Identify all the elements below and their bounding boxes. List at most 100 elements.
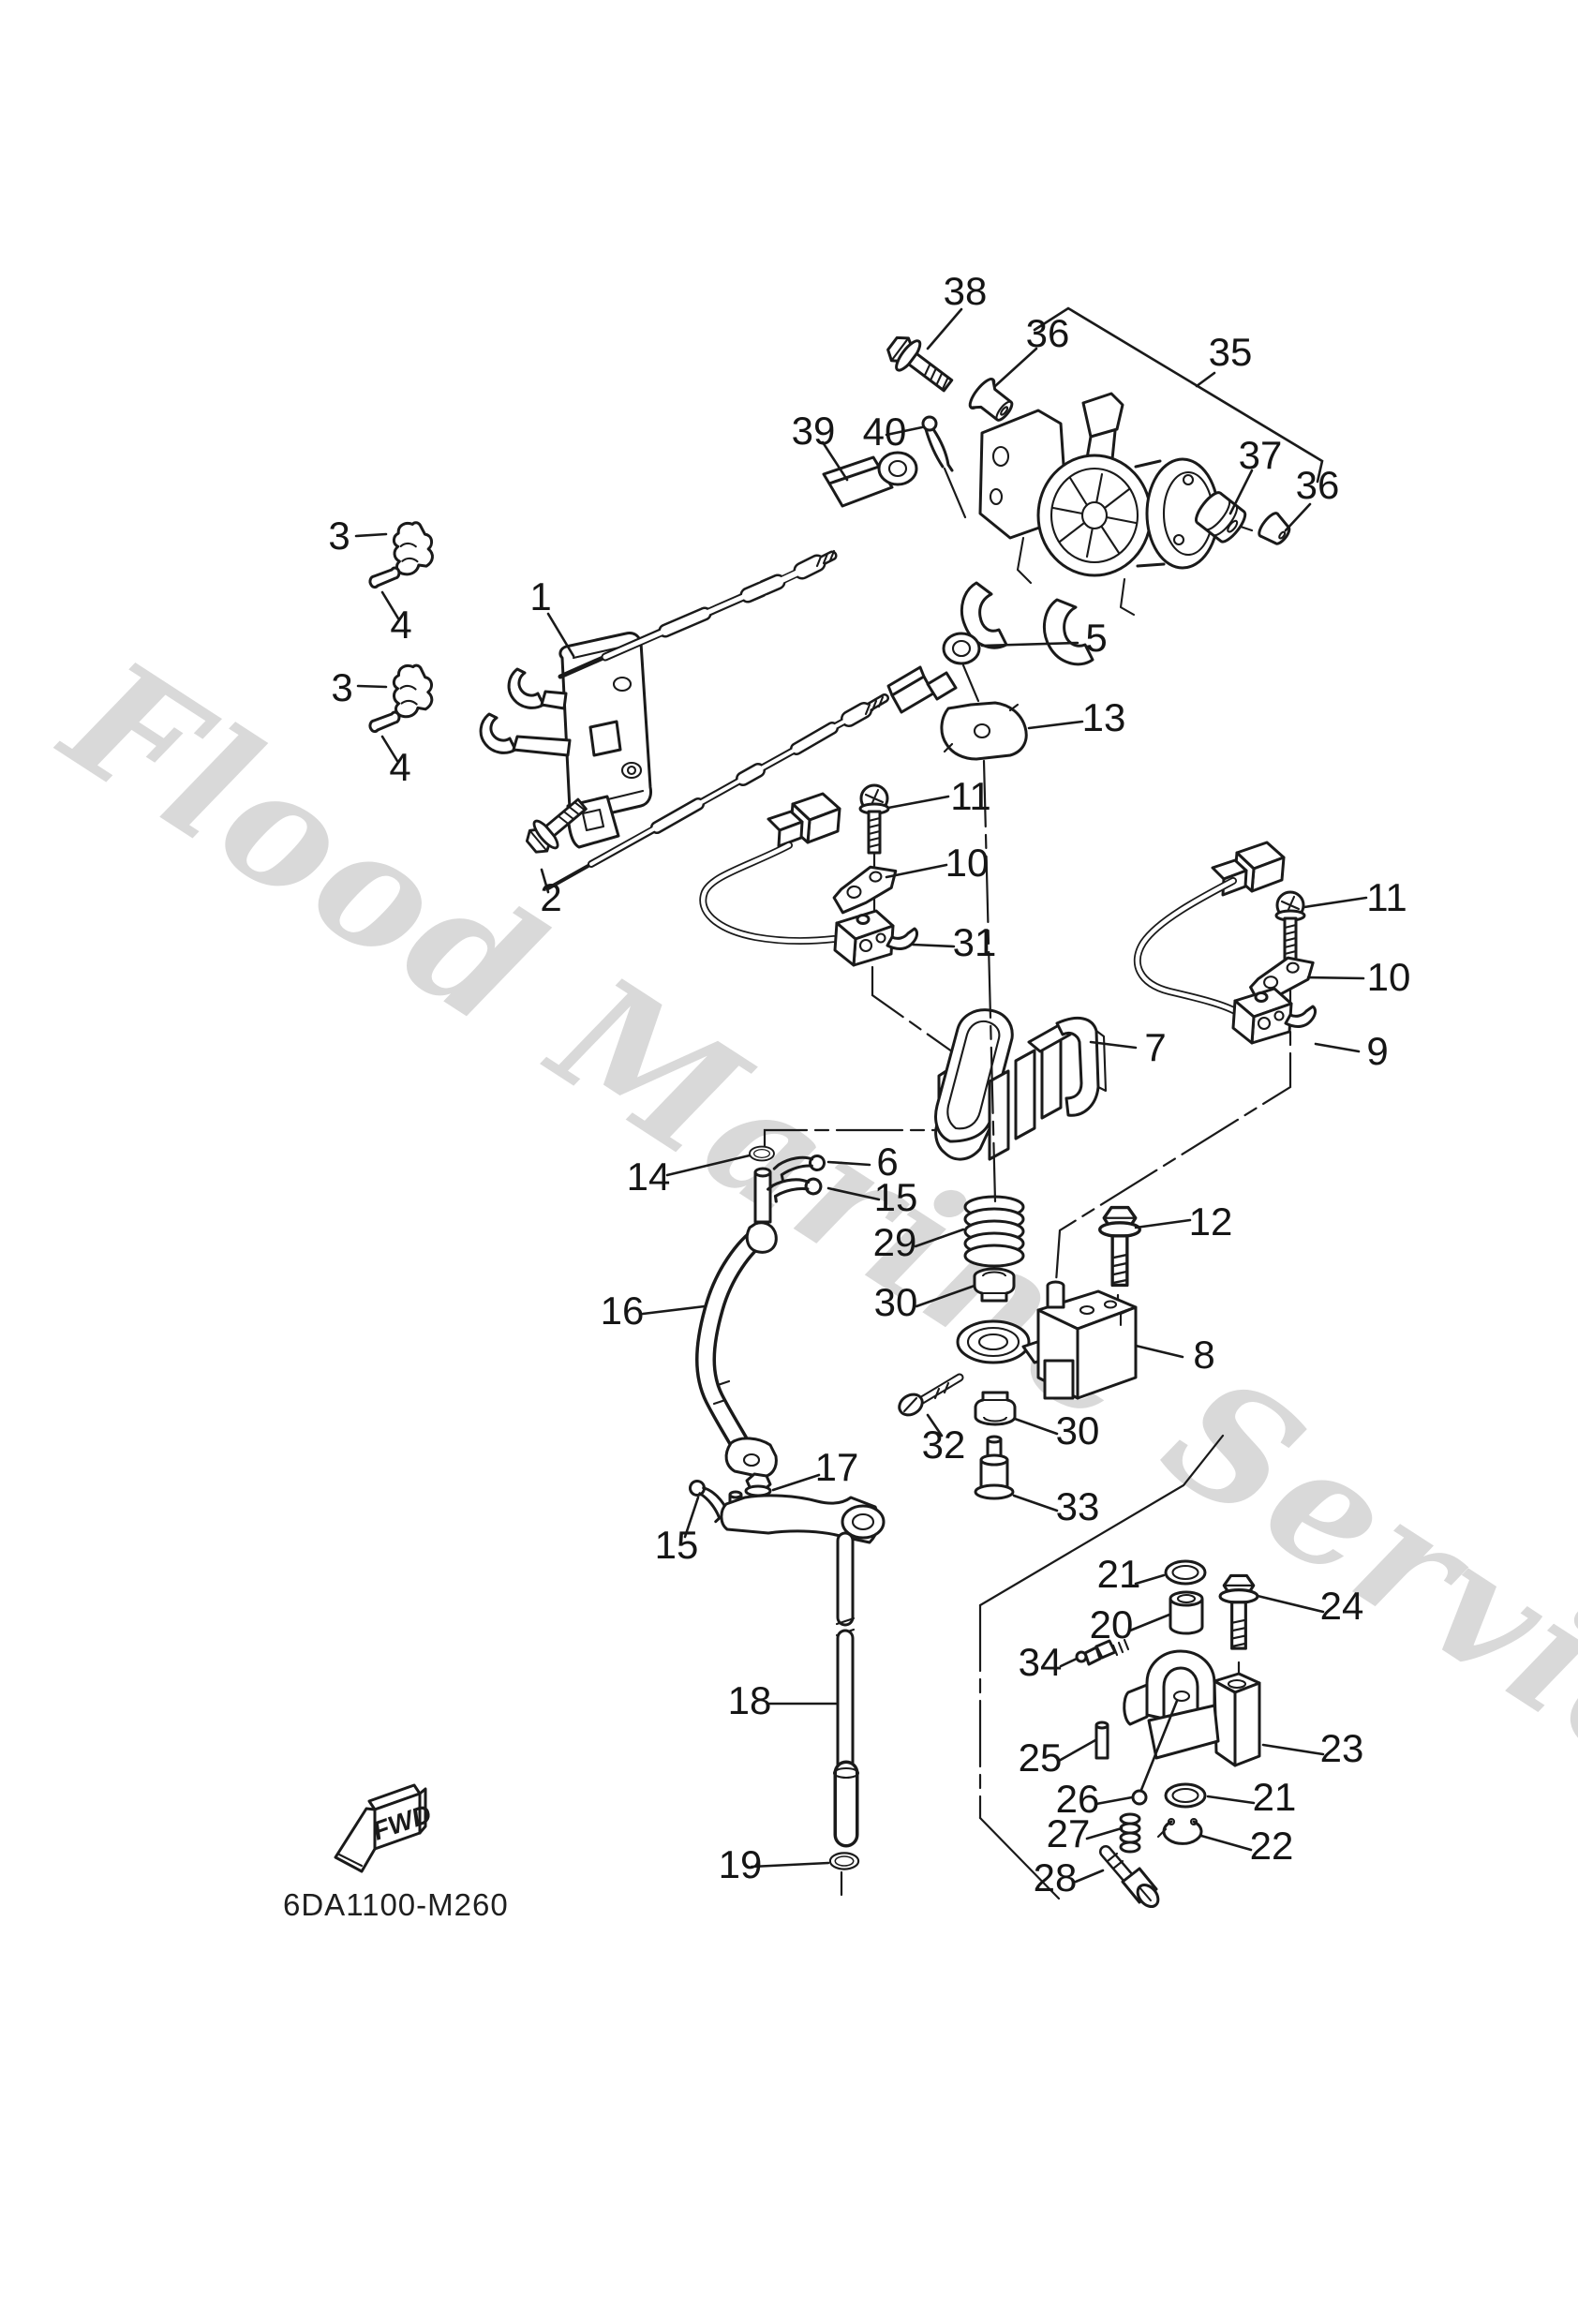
- part-37-grommet: [1195, 491, 1247, 544]
- callout-20: 20: [1090, 1602, 1134, 1646]
- callout-7: 7: [1144, 1025, 1166, 1069]
- pivot-pin: [753, 1167, 772, 1224]
- part-27-spring: [1119, 1812, 1141, 1854]
- callout-29: 29: [873, 1220, 917, 1264]
- wire-harness-a-core: [701, 842, 837, 944]
- group-35-bracket-line: [1033, 306, 1324, 484]
- wire-harness-b: [1133, 877, 1241, 1016]
- part-11-screw: [1274, 890, 1306, 961]
- part-40-cotter-pin: [921, 415, 954, 472]
- callout-9: 9: [1366, 1029, 1388, 1073]
- subassembly-pointer: [978, 1434, 1225, 1607]
- callout-12: 12: [1189, 1199, 1233, 1244]
- part-36-bushing: [968, 378, 1014, 422]
- callout-26: 26: [1056, 1777, 1100, 1821]
- part-29-spring: [963, 1195, 1025, 1268]
- part-code: 6DA1100-M260: [283, 1887, 509, 1922]
- part-9-switch: [1231, 987, 1317, 1045]
- part-28-screw: [1099, 1845, 1160, 1909]
- callout-32: 32: [922, 1423, 966, 1467]
- callout-25: 25: [1019, 1736, 1063, 1780]
- callout-39: 39: [792, 409, 836, 453]
- part-11-screw: [858, 783, 890, 855]
- part-18-rod: [832, 1531, 860, 1848]
- part-23-clamp: [1123, 1649, 1261, 1767]
- part-5-cable-joint: [886, 632, 981, 714]
- callout-22: 22: [1250, 1824, 1294, 1868]
- callout-24: 24: [1320, 1584, 1364, 1628]
- wire-harness-b-core: [1135, 878, 1240, 1015]
- part-33-stud: [974, 1435, 1015, 1500]
- callout-15a: 15: [874, 1175, 918, 1219]
- part-14-washer: [749, 1145, 775, 1162]
- part-21-o-ring: [1164, 1782, 1207, 1809]
- callout-21b: 21: [1253, 1775, 1297, 1819]
- callout-28: 28: [1034, 1855, 1078, 1899]
- part-35-throttle-assembly: [960, 392, 1220, 666]
- callout-3a: 3: [328, 514, 350, 558]
- callout-23: 23: [1320, 1726, 1364, 1770]
- throttle-cable: [558, 549, 838, 679]
- callout-4b: 4: [389, 745, 410, 789]
- fwd-arrow: FWD: [334, 1783, 435, 1873]
- leader-line: [354, 307, 1368, 1884]
- callout-36a: 36: [1026, 311, 1070, 355]
- part-13-cam: [940, 701, 1028, 761]
- callout-11b: 11: [1366, 875, 1407, 919]
- callout-10a: 10: [945, 841, 990, 885]
- callout-5: 5: [1085, 616, 1107, 660]
- callout-8: 8: [1193, 1333, 1214, 1377]
- callout-14: 14: [627, 1155, 671, 1199]
- leader-lines: [354, 306, 1368, 1884]
- part-17-nut: [744, 1472, 772, 1497]
- callout-38: 38: [944, 269, 988, 313]
- part-36-cap: [1258, 512, 1291, 545]
- part-19-o-ring: [828, 1852, 860, 1870]
- part-26-ball: [1131, 1789, 1148, 1806]
- callout-2: 2: [540, 875, 561, 919]
- callout-36b: 36: [1296, 463, 1340, 507]
- part-39-cable-joint: [822, 451, 918, 508]
- callout-33: 33: [1056, 1484, 1100, 1528]
- callout-30a: 30: [874, 1280, 918, 1324]
- washer-position-line: [763, 1128, 940, 1155]
- callout-11a: 11: [950, 774, 991, 818]
- part-4-pin: [368, 566, 401, 589]
- callout-21a: 21: [1097, 1552, 1141, 1596]
- callout-18: 18: [728, 1678, 772, 1722]
- callout-10b: 10: [1367, 955, 1411, 999]
- callout-17: 17: [815, 1445, 859, 1489]
- part-32-screw: [898, 1373, 964, 1417]
- part-4-pin: [368, 710, 401, 734]
- callout-6: 6: [876, 1140, 898, 1184]
- callout-35: 35: [1209, 330, 1253, 374]
- callout-34: 34: [1019, 1640, 1063, 1684]
- part-21-o-ring: [1164, 1559, 1207, 1586]
- part-25-pin: [1094, 1721, 1109, 1760]
- part-10-plate: [828, 862, 902, 916]
- shift-arm: [720, 1490, 886, 1544]
- callout-13: 13: [1082, 695, 1126, 739]
- part-8-lever-assembly: [956, 1280, 1138, 1400]
- callout-4a: 4: [390, 603, 411, 647]
- callout-40: 40: [863, 410, 907, 454]
- callout-16: 16: [601, 1289, 645, 1333]
- callout-19: 19: [719, 1842, 763, 1886]
- callout-37: 37: [1239, 433, 1283, 477]
- part-7-bracket: [934, 1008, 1108, 1161]
- part-34-grease-nipple: [1075, 1638, 1130, 1666]
- part-38-bolt: [880, 328, 960, 401]
- part-16-lever: [695, 1221, 778, 1479]
- callout-1: 1: [529, 574, 551, 618]
- part-20-bushing: [1169, 1590, 1204, 1635]
- callout-27: 27: [1047, 1811, 1091, 1855]
- part-1-bracket: [479, 632, 652, 849]
- callout-31: 31: [953, 920, 997, 964]
- callout-labels: 1 2 3 4 3 4 5 6 7 8 9 10 11 10 11 12 13 …: [328, 269, 1410, 1899]
- connector-a: [767, 792, 841, 848]
- subassembly-pointer: [840, 1816, 1061, 1900]
- part-24-bolt: [1218, 1573, 1259, 1650]
- part-22-circlip: [1156, 1817, 1203, 1845]
- callout-3b: 3: [331, 665, 352, 709]
